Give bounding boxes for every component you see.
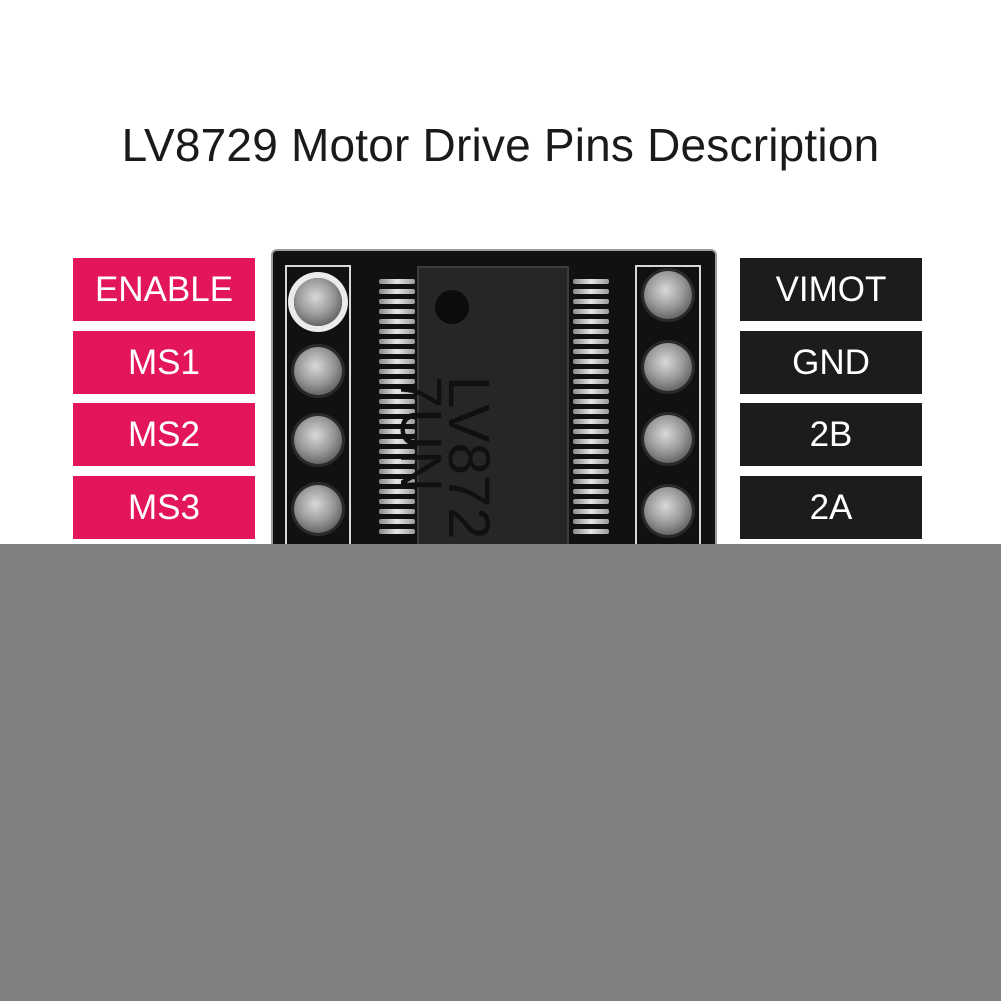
left-pin-header bbox=[285, 265, 351, 544]
gray-overlay-panel bbox=[0, 544, 1001, 1001]
chip-leads-left bbox=[379, 279, 415, 539]
lv8729-chip: LV872 7UN bbox=[388, 266, 569, 544]
pin-label-ms1: MS1 bbox=[73, 331, 255, 394]
pin-pad-gnd bbox=[644, 343, 692, 391]
pin-pad-2a bbox=[644, 487, 692, 535]
pin-pad-ms1 bbox=[294, 347, 342, 395]
pin-label-vimot: VIMOT bbox=[740, 258, 922, 321]
chip-marking-line2: 7UN bbox=[388, 376, 453, 493]
page-title: LV8729 Motor Drive Pins Description bbox=[121, 119, 880, 171]
pin-pad-ms3 bbox=[294, 485, 342, 533]
pin-label-ms3: MS3 bbox=[73, 476, 255, 539]
pin-label-gnd: GND bbox=[740, 331, 922, 394]
pin-pad-ms2 bbox=[294, 416, 342, 464]
pin-label-2b: 2B bbox=[740, 403, 922, 466]
right-pin-header bbox=[635, 265, 701, 544]
driver-board-image: LV872 7UN bbox=[271, 249, 717, 544]
pin-label-enable: ENABLE bbox=[73, 258, 255, 321]
pin-pad-vimot bbox=[644, 271, 692, 319]
pin-label-2a: 2A bbox=[740, 476, 922, 539]
pin-label-ms2: MS2 bbox=[73, 403, 255, 466]
chip-leads-right bbox=[573, 279, 609, 539]
pin-pad-enable bbox=[294, 278, 342, 326]
pin-pad-2b bbox=[644, 415, 692, 463]
pin1-marker-dot bbox=[435, 290, 469, 324]
